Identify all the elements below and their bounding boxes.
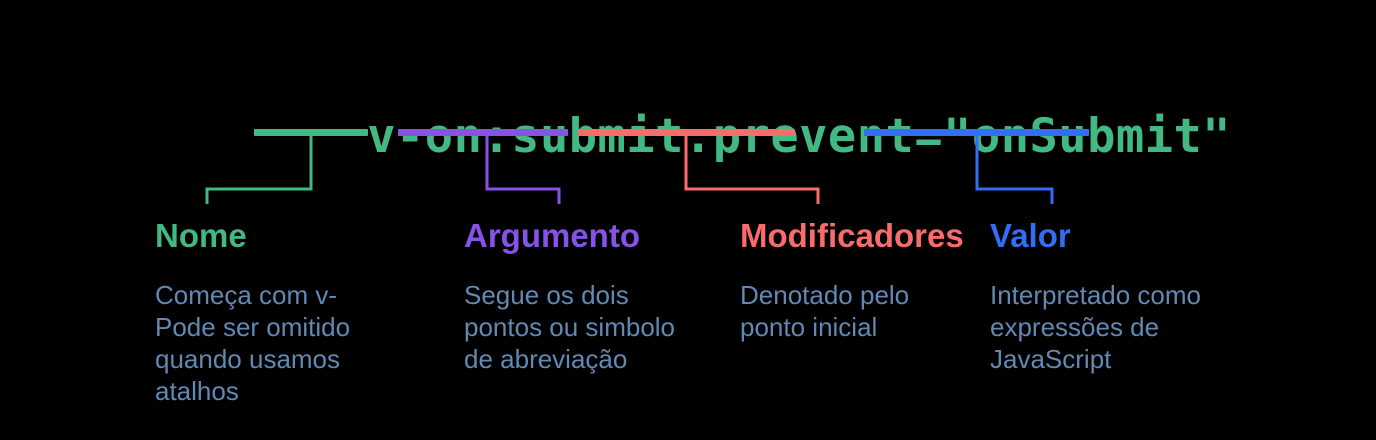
desc-line: de abreviação: [464, 344, 628, 374]
section-modificadores: Modificadores Denotado pelo ponto inicia…: [740, 217, 964, 343]
desc-line: expressões de: [990, 312, 1160, 342]
desc-line: Interpretado como: [990, 280, 1202, 310]
underline-valor: [864, 129, 1089, 136]
desc-line: Segue os dois: [464, 280, 629, 310]
code-dot: .: [683, 109, 713, 164]
section-valor-description: Interpretado como expressões de JavaScri…: [990, 279, 1201, 375]
desc-line: pontos ou simbolo: [464, 312, 676, 342]
desc-line: Pode ser omitido: [155, 312, 351, 342]
section-nome-description: Começa com v- Pode ser omitido quando us…: [155, 279, 350, 407]
underline-modificadores: [578, 129, 795, 136]
section-argumento-heading: Argumento: [464, 217, 640, 254]
desc-line: Denotado pelo: [740, 280, 910, 310]
section-valor: Valor Interpretado como expressões de Ja…: [990, 217, 1201, 375]
code-closing-quote: ": [1202, 109, 1232, 164]
section-nome: Nome Começa com v- Pode ser omitido quan…: [155, 217, 350, 407]
desc-line: atalhos: [155, 376, 239, 406]
section-argumento-description: Segue os dois pontos ou simbolo de abrev…: [464, 279, 675, 375]
desc-line: quando usamos: [155, 344, 341, 374]
code-directive-name: v-on: [367, 109, 483, 164]
code-line: v-on:submit.prevent="onSubmit": [252, 65, 1231, 209]
section-nome-heading: Nome: [155, 217, 247, 254]
code-colon: :: [482, 109, 512, 164]
code-equals-quote: =": [914, 109, 972, 164]
section-modificadores-heading: Modificadores: [740, 217, 964, 254]
desc-line: Começa com v-: [155, 280, 338, 310]
code-argument: submit: [511, 109, 684, 164]
desc-line: JavaScript: [990, 344, 1112, 374]
desc-line: ponto inicial: [740, 312, 878, 342]
underline-nome: [254, 129, 368, 136]
code-modifier: prevent: [712, 109, 915, 164]
code-value: onSubmit: [971, 109, 1203, 164]
section-valor-heading: Valor: [990, 217, 1071, 254]
underline-argumento: [398, 129, 568, 136]
section-modificadores-description: Denotado pelo ponto inicial: [740, 279, 964, 343]
section-argumento: Argumento Segue os dois pontos ou simbol…: [464, 217, 675, 375]
